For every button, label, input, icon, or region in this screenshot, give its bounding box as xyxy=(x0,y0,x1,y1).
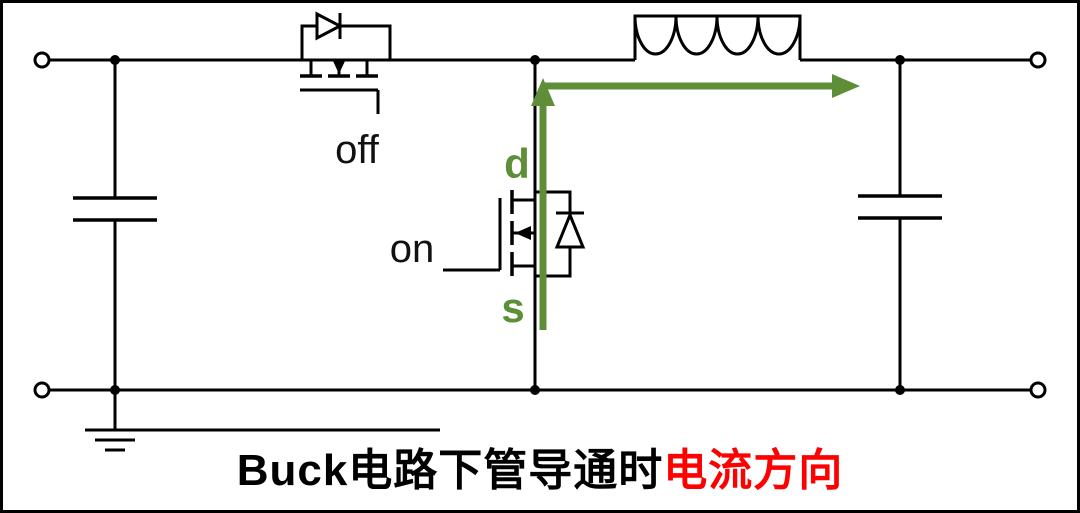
inductor xyxy=(633,15,802,56)
terminals xyxy=(33,51,1047,399)
junction-dot xyxy=(530,55,540,65)
high-side-body-arrow xyxy=(333,61,345,74)
junction-dot xyxy=(110,55,120,65)
current-arrowhead-up xyxy=(531,78,555,106)
caption-highlight-text: 电流方向 xyxy=(663,446,844,495)
high-side-gate xyxy=(300,88,380,114)
input-terminal-bottom xyxy=(33,381,51,399)
source-label: s xyxy=(501,284,524,331)
drain-label: d xyxy=(504,140,530,187)
current-arrowhead-right xyxy=(832,74,860,98)
ground-symbol xyxy=(85,390,440,452)
low-side-mosfet xyxy=(443,190,586,278)
junction-dot xyxy=(895,55,905,65)
output-capacitor xyxy=(858,194,942,220)
junction-dot xyxy=(895,385,905,395)
junction-dots xyxy=(110,55,905,395)
output-terminal-bottom xyxy=(1029,381,1047,399)
high-side-state-label: off xyxy=(335,128,380,172)
high-side-mosfet xyxy=(300,11,392,114)
caption: Buck电路下管导通时电流方向 xyxy=(0,434,1080,498)
low-side-body-diode-triangle xyxy=(554,211,586,249)
junction-dot xyxy=(110,385,120,395)
output-terminal-top xyxy=(1029,51,1047,69)
low-side-gate xyxy=(443,198,502,272)
caption-text: Buck电路下管导通时 xyxy=(236,446,664,495)
low-side-body-arrow xyxy=(515,226,531,240)
input-terminal-top xyxy=(33,51,51,69)
high-side-body-diode-triangle xyxy=(315,11,344,41)
low-side-state-label: on xyxy=(390,227,435,271)
junction-dot xyxy=(530,385,540,395)
input-capacitor xyxy=(73,196,157,222)
high-side-body-diode-wires xyxy=(300,13,392,60)
current-path-arrows xyxy=(531,74,860,330)
